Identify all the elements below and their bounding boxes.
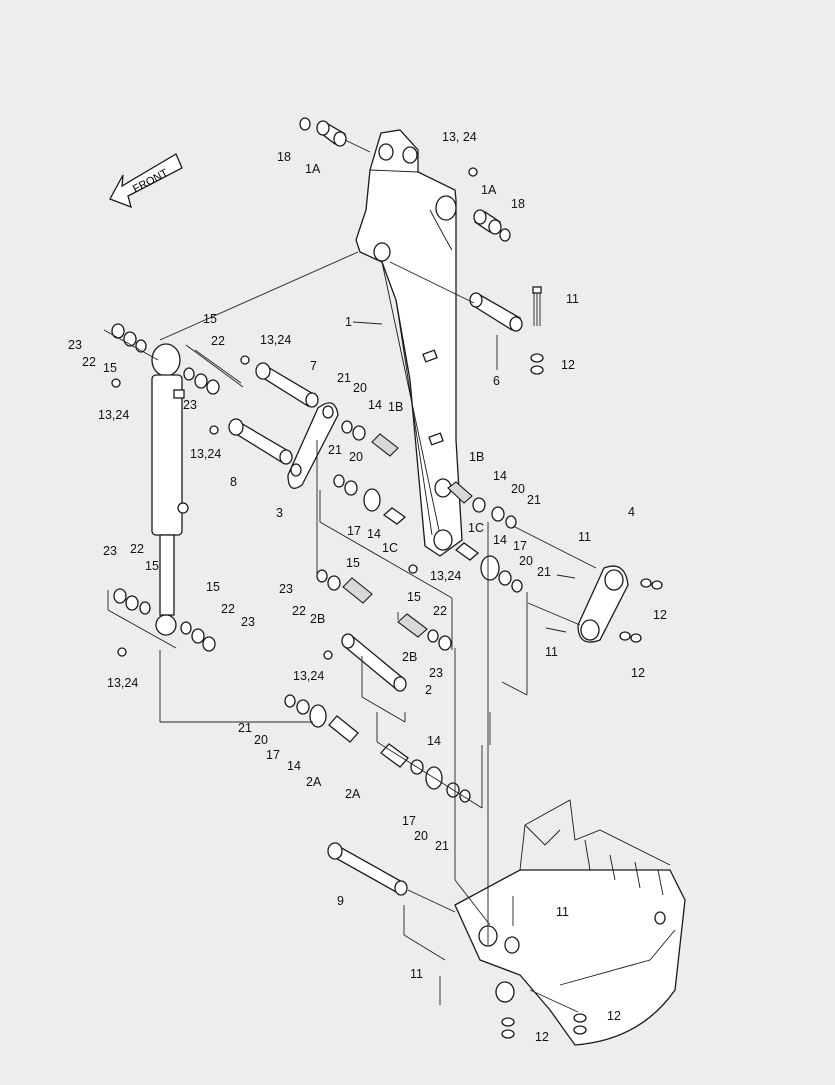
callout-22: 22 <box>82 355 96 369</box>
callout-14: 14 <box>493 469 507 483</box>
callout-1A: 1A <box>305 162 321 176</box>
bucket <box>454 799 686 1046</box>
callout-9: 9 <box>337 894 344 908</box>
callout-21: 21 <box>328 443 342 457</box>
callout-20: 20 <box>349 450 363 464</box>
callout-17: 17 <box>266 748 280 762</box>
callout-1A: 1A <box>481 183 497 197</box>
callout-11: 11 <box>410 967 423 981</box>
callout-13-24: 13,24 <box>293 669 325 683</box>
callout-11: 11 <box>545 645 558 659</box>
cylinder <box>151 343 189 636</box>
callout-12: 12 <box>607 1009 621 1023</box>
pin-part-6 <box>469 292 523 332</box>
arm-part-1 <box>355 129 463 557</box>
callout-1C: 1C <box>468 521 484 535</box>
link-part-3 <box>287 402 339 489</box>
callout-13-24: 13,24 <box>190 447 222 461</box>
callout-14: 14 <box>368 398 382 412</box>
leader-lines <box>103 139 597 1013</box>
pin-part-7 <box>255 362 319 408</box>
callout-12: 12 <box>535 1030 549 1044</box>
callout-17: 17 <box>402 814 416 828</box>
callout-11: 11 <box>578 530 591 544</box>
callout-7: 7 <box>310 359 317 373</box>
callout-15: 15 <box>206 580 220 594</box>
washers-and-seals <box>111 323 523 803</box>
callout-13-24: 13,24 <box>98 408 130 422</box>
callout-2B: 2B <box>402 650 418 664</box>
callout-20: 20 <box>254 733 268 747</box>
callout-20: 20 <box>511 482 525 496</box>
callout-2A: 2A <box>306 775 322 789</box>
callout-15: 15 <box>103 361 117 375</box>
callout-1C: 1C <box>382 541 398 555</box>
callout-12: 12 <box>653 608 667 622</box>
callout-21: 21 <box>238 721 252 735</box>
callout-14: 14 <box>367 527 381 541</box>
pin-part-2 <box>341 633 407 692</box>
callout-17: 17 <box>347 524 361 538</box>
callout-22: 22 <box>211 334 225 348</box>
bushings-1B-1C <box>371 433 480 561</box>
bushing-1A-top <box>299 117 511 242</box>
callout-1B: 1B <box>388 400 404 414</box>
bolts-11 <box>439 574 663 1039</box>
callout-20: 20 <box>519 554 533 568</box>
callout-13-24: 13,24 <box>260 333 292 347</box>
callout-21: 21 <box>527 493 541 507</box>
callout-11: 11 <box>556 905 569 919</box>
callout-15: 15 <box>407 590 421 604</box>
callout-12: 12 <box>631 666 645 680</box>
callout-20: 20 <box>414 829 428 843</box>
callout-2A: 2A <box>345 787 361 801</box>
callout-21: 21 <box>537 565 551 579</box>
callout-23: 23 <box>279 582 293 596</box>
callout-23: 23 <box>241 615 255 629</box>
grease-fittings <box>111 167 478 660</box>
callout-21: 21 <box>435 839 449 853</box>
link-part-4 <box>577 565 629 643</box>
callout-13-24: 13,24 <box>430 569 462 583</box>
callout-22: 22 <box>130 542 144 556</box>
bolt-11-top <box>530 286 544 375</box>
callout-13-24: 13,24 <box>107 676 139 690</box>
callout-12: 12 <box>561 358 575 372</box>
callout-18: 18 <box>277 150 291 164</box>
callout-4: 4 <box>628 505 635 519</box>
callout-15: 15 <box>145 559 159 573</box>
callout-21: 21 <box>337 371 351 385</box>
callout-6: 6 <box>493 374 500 388</box>
callout-22: 22 <box>221 602 235 616</box>
callout-14: 14 <box>427 734 441 748</box>
front-arrow-icon: FRONT <box>109 153 183 209</box>
callout-20: 20 <box>353 381 367 395</box>
callout-18: 18 <box>511 197 525 211</box>
pin-part-9 <box>327 842 408 896</box>
pin-part-8 <box>228 418 293 465</box>
callout-22: 22 <box>433 604 447 618</box>
bushings-2A-2B <box>328 577 428 768</box>
callout-1B: 1B <box>469 450 485 464</box>
callout-15: 15 <box>203 312 217 326</box>
callout-3: 3 <box>276 506 283 520</box>
callout-14: 14 <box>287 759 301 773</box>
callout-11: 11 <box>566 292 579 306</box>
callout-23: 23 <box>103 544 117 558</box>
callout-2: 2 <box>425 683 432 697</box>
callout-15: 15 <box>346 556 360 570</box>
callout-17: 17 <box>513 539 527 553</box>
callout-13-24: 13, 24 <box>442 130 477 144</box>
callout-1: 1 <box>345 315 352 329</box>
callout-2B: 2B <box>310 612 326 626</box>
callout-23: 23 <box>429 666 443 680</box>
callout-23: 23 <box>68 338 82 352</box>
callout-23: 23 <box>183 398 197 412</box>
callout-14: 14 <box>493 533 507 547</box>
callout-22: 22 <box>292 604 306 618</box>
callout-8: 8 <box>230 475 237 489</box>
